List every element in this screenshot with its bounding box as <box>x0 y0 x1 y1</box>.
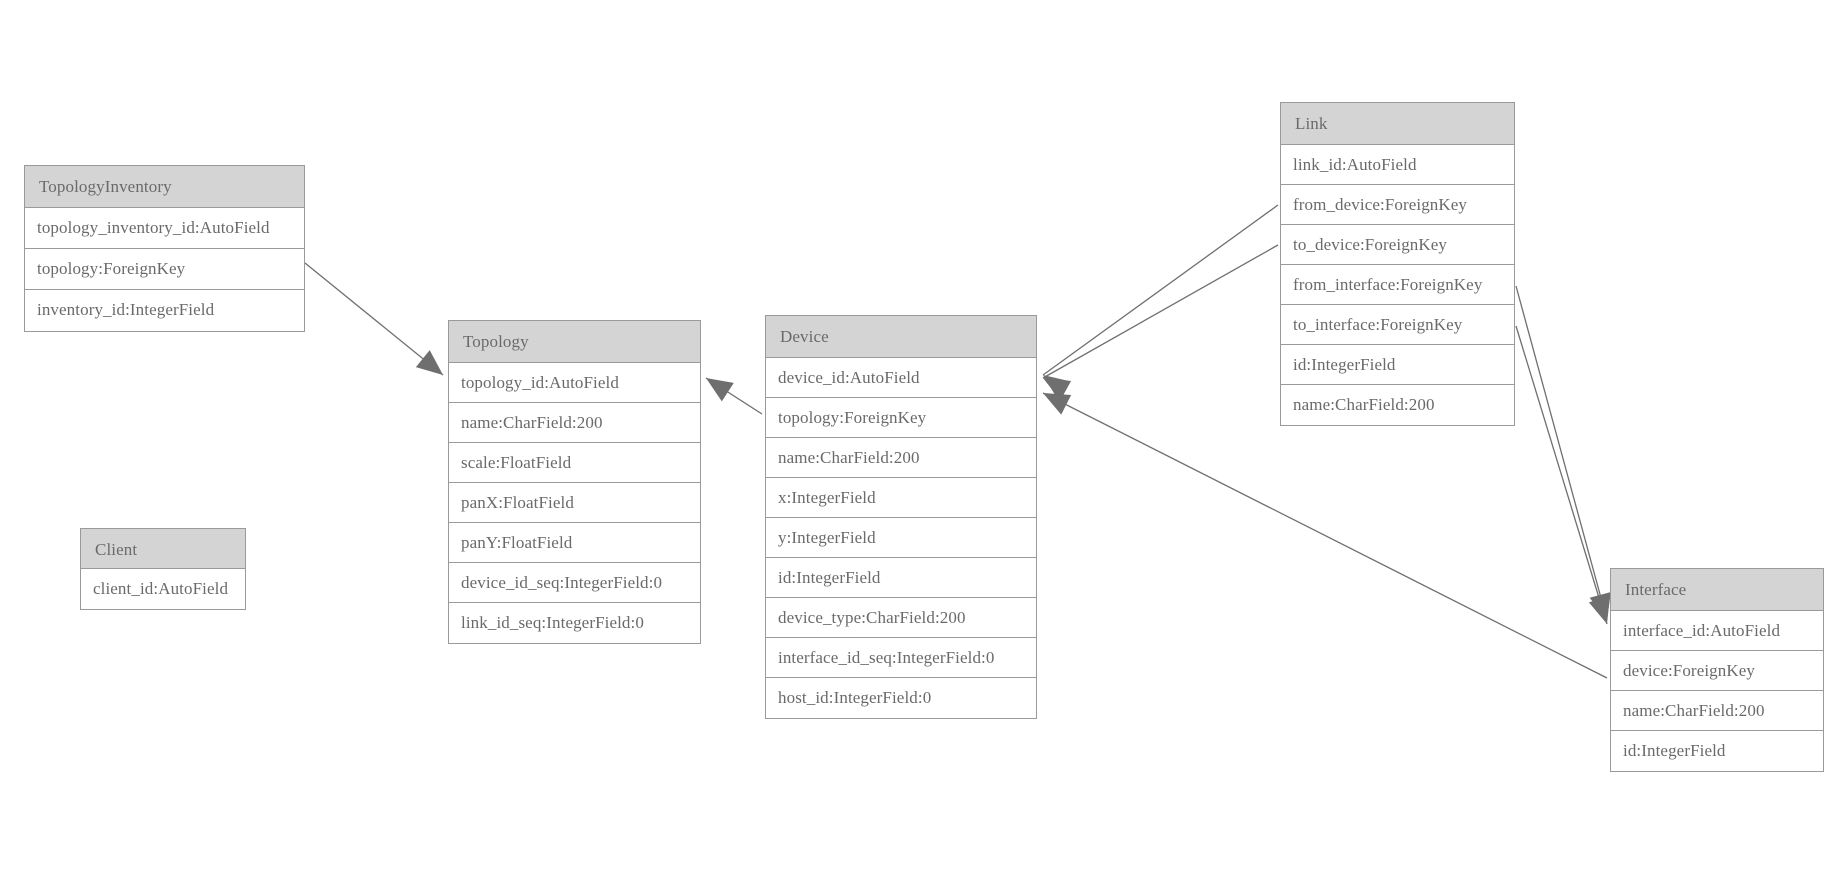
entity-topology-field[interactable]: name:CharField:200 <box>449 403 700 443</box>
entity-interface-title: Interface <box>1611 569 1823 611</box>
rel-interface-device-arrowhead <box>1043 393 1072 415</box>
rel-topologyinventory-topology[interactable] <box>304 262 450 384</box>
entity-topology-field[interactable]: scale:FloatField <box>449 443 700 483</box>
entity-device-field[interactable]: host_id:IntegerField:0 <box>766 678 1036 718</box>
rel-device-topology[interactable] <box>700 369 763 415</box>
entity-topology-field[interactable]: device_id_seq:IntegerField:0 <box>449 563 700 603</box>
entity-topology-field[interactable]: link_id_seq:IntegerField:0 <box>449 603 700 643</box>
rel-topologyinventory-topology-arrowhead <box>415 350 443 375</box>
entity-link-title: Link <box>1281 103 1514 145</box>
entity-device-field[interactable]: id:IntegerField <box>766 558 1036 598</box>
entity-device-field[interactable]: device_type:CharField:200 <box>766 598 1036 638</box>
entity-interface-field[interactable]: device:ForeignKey <box>1611 651 1823 691</box>
entity-topology_inventory-field[interactable]: topology_inventory_id:AutoField <box>25 208 304 249</box>
entity-link-field[interactable]: from_interface:ForeignKey <box>1281 265 1514 305</box>
entity-device-field[interactable]: topology:ForeignKey <box>766 398 1036 438</box>
entity-interface-field[interactable]: id:IntegerField <box>1611 731 1823 771</box>
entity-topology_inventory-field[interactable]: topology:ForeignKey <box>25 249 304 290</box>
rel-link-fromdevice-device[interactable] <box>1037 204 1279 400</box>
rel-link-todevice-device-arrowhead <box>1043 378 1072 401</box>
entity-topology_inventory-field[interactable]: inventory_id:IntegerField <box>25 290 304 331</box>
entity-link-field[interactable]: name:CharField:200 <box>1281 385 1514 425</box>
rel-interface-device[interactable] <box>1038 383 1608 679</box>
entity-device-field[interactable]: interface_id_seq:IntegerField:0 <box>766 638 1036 678</box>
entity-device-field[interactable]: y:IntegerField <box>766 518 1036 558</box>
rel-link-tointerface-interface[interactable] <box>1515 325 1618 627</box>
entity-topology-field[interactable]: topology_id:AutoField <box>449 363 700 403</box>
rel-link-fromdevice-device-arrowhead <box>1043 375 1071 400</box>
entity-device-field[interactable]: device_id:AutoField <box>766 358 1036 398</box>
entity-interface-field[interactable]: interface_id:AutoField <box>1611 611 1823 651</box>
entity-client-title: Client <box>81 529 245 569</box>
entity-topology_inventory-title: TopologyInventory <box>25 166 304 208</box>
entity-device-field[interactable]: name:CharField:200 <box>766 438 1036 478</box>
entity-client-field[interactable]: client_id:AutoField <box>81 569 245 609</box>
entity-link-field[interactable]: id:IntegerField <box>1281 345 1514 385</box>
entity-topology-field[interactable]: panY:FloatField <box>449 523 700 563</box>
entity-device-field[interactable]: x:IntegerField <box>766 478 1036 518</box>
entity-topology-field[interactable]: panX:FloatField <box>449 483 700 523</box>
rel-link-todevice-device[interactable] <box>1038 244 1279 401</box>
entity-link-field[interactable]: link_id:AutoField <box>1281 145 1514 185</box>
entity-topology-title: Topology <box>449 321 700 363</box>
rel-link-frominterface-interface[interactable] <box>1515 285 1618 623</box>
entity-interface-field[interactable]: name:CharField:200 <box>1611 691 1823 731</box>
entity-device-title: Device <box>766 316 1036 358</box>
entity-link-field[interactable]: from_device:ForeignKey <box>1281 185 1514 225</box>
entity-link-field[interactable]: to_device:ForeignKey <box>1281 225 1514 265</box>
entity-link-field[interactable]: to_interface:ForeignKey <box>1281 305 1514 345</box>
rel-device-topology-arrowhead <box>706 378 734 402</box>
